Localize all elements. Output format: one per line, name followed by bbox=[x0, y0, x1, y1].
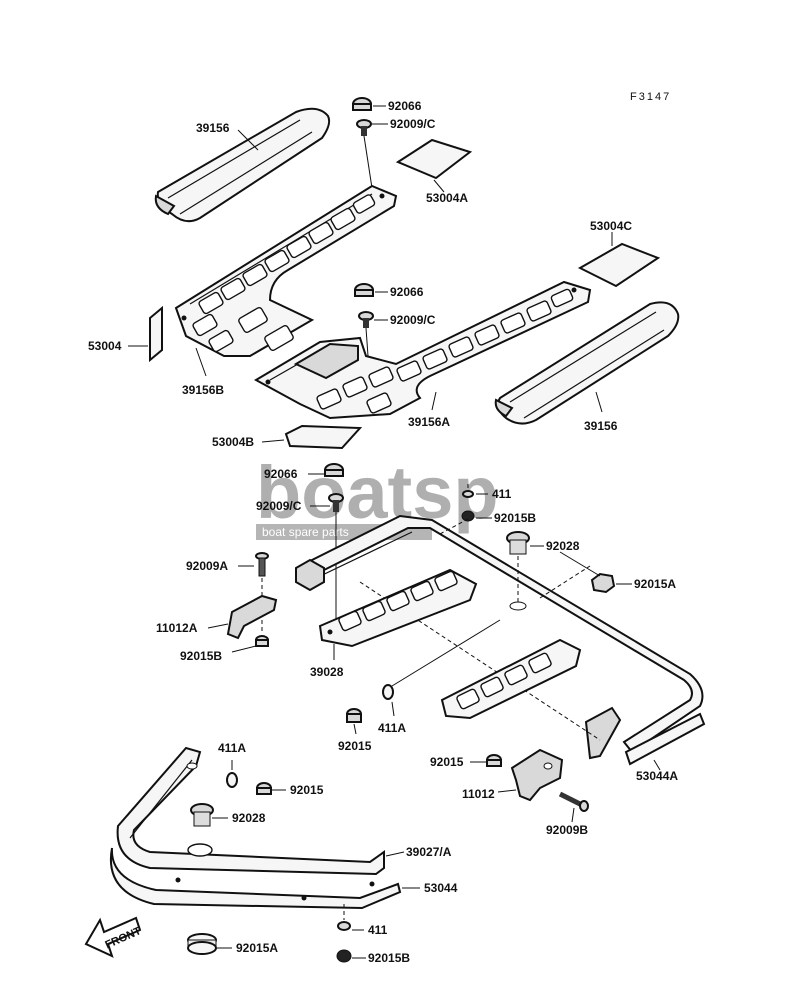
part-92015-mid-nut bbox=[346, 708, 362, 723]
label-39156-right: 39156 bbox=[584, 419, 618, 433]
part-92009b-bolt bbox=[558, 791, 589, 812]
label-92015-right: 92015 bbox=[430, 755, 464, 769]
part-53004a-pad bbox=[395, 138, 473, 180]
label-53004b: 53004B bbox=[212, 435, 254, 449]
label-411-low: 411 bbox=[368, 923, 388, 937]
front-direction-arrow: FRONT bbox=[84, 916, 143, 958]
label-39156a: 39156A bbox=[408, 415, 450, 429]
leader-53004a bbox=[433, 179, 445, 193]
part-92066-mid-cap bbox=[354, 283, 374, 297]
part-11012a-bracket bbox=[226, 594, 278, 640]
leader-92015-mid bbox=[353, 723, 357, 735]
part-39156-left-pad bbox=[154, 107, 331, 223]
label-39156b: 39156B bbox=[182, 383, 224, 397]
part-53004-pad bbox=[149, 305, 163, 363]
part-92015b-low-nut bbox=[336, 949, 352, 963]
label-92066-mid: 92066 bbox=[390, 285, 424, 299]
label-92009a: 92009A bbox=[186, 559, 228, 573]
label-411-top: 411 bbox=[492, 487, 512, 501]
label-92015b-left: 92015B bbox=[180, 649, 222, 663]
label-11012a: 11012A bbox=[156, 621, 198, 635]
leader-53044a bbox=[653, 759, 661, 771]
leader-39156a bbox=[431, 391, 437, 411]
leader-39156-left bbox=[237, 129, 259, 151]
figure-code: F3147 bbox=[630, 91, 671, 103]
label-92066-top: 92066 bbox=[388, 99, 422, 113]
leader-92009b bbox=[571, 807, 575, 823]
part-53044a-trim bbox=[624, 712, 706, 766]
watermark-brand: boatsp bbox=[256, 451, 499, 534]
watermark-tagline: boat spare parts bbox=[262, 525, 349, 539]
part-92009c-top-screw bbox=[356, 119, 373, 189]
label-92009b: 92009B bbox=[546, 823, 588, 837]
label-53044: 53044 bbox=[424, 881, 458, 895]
part-main-frame bbox=[295, 514, 704, 760]
part-11012-bracket bbox=[510, 748, 564, 802]
leader-39156-right bbox=[595, 391, 603, 413]
label-92015b-top: 92015B bbox=[494, 511, 536, 525]
part-92015-low-nut bbox=[256, 782, 272, 795]
label-53044a: 53044A bbox=[636, 769, 678, 783]
label-92015-low: 92015 bbox=[290, 783, 324, 797]
part-92066-low-cap bbox=[324, 463, 344, 477]
watermark-logo: boatsp boat spare parts bbox=[256, 451, 499, 540]
part-92009c-mid-screw bbox=[358, 311, 374, 357]
part-92028-top-plug bbox=[506, 531, 530, 604]
label-11012: 11012 bbox=[462, 787, 495, 801]
part-39156a-right-frame bbox=[253, 280, 592, 420]
label-92028-low: 92028 bbox=[232, 811, 266, 825]
part-411-low-washer bbox=[337, 904, 351, 931]
part-92009c-low-screw bbox=[328, 493, 344, 634]
part-92015-right-nut bbox=[486, 754, 502, 767]
part-411a-low-washer bbox=[226, 772, 238, 788]
part-53004b-pad bbox=[284, 424, 363, 450]
label-92015-mid: 92015 bbox=[338, 739, 372, 753]
leader-411a-mid bbox=[391, 701, 395, 717]
part-92015a-right-nut bbox=[559, 551, 616, 594]
part-39156-right-pad bbox=[494, 301, 680, 425]
part-411-top-washer bbox=[462, 484, 474, 498]
part-411a-mid-washer bbox=[382, 619, 501, 700]
part-92028-low-plug bbox=[190, 803, 214, 827]
leader-39156b bbox=[195, 347, 207, 377]
label-39028: 39028 bbox=[310, 665, 344, 679]
part-seat-pad-right bbox=[440, 638, 582, 720]
leader-11012a bbox=[207, 623, 229, 629]
part-39028-seat-pad bbox=[318, 568, 478, 648]
leader-11012 bbox=[497, 789, 517, 793]
part-39156b-left-frame bbox=[174, 184, 398, 357]
leader-92015b-left bbox=[231, 645, 257, 653]
label-53004c: 53004C bbox=[590, 219, 632, 233]
label-411a-low: 411A bbox=[218, 741, 246, 755]
part-39027a-front-frame bbox=[116, 746, 385, 876]
label-92066-low: 92066 bbox=[264, 467, 298, 481]
label-92015a-right: 92015A bbox=[634, 577, 676, 591]
leader-53004b bbox=[261, 439, 285, 443]
label-39027a: 39027/A bbox=[406, 845, 452, 859]
label-53004: 53004 bbox=[88, 339, 122, 353]
part-53004c-pad bbox=[577, 242, 661, 288]
part-92066-top-cap bbox=[352, 97, 372, 111]
label-92028-top: 92028 bbox=[546, 539, 580, 553]
label-92009c-mid: 92009/C bbox=[390, 313, 436, 327]
label-92009c-top: 92009/C bbox=[390, 117, 436, 131]
label-92015a-low: 92015A bbox=[236, 941, 278, 955]
label-92009c-low: 92009/C bbox=[256, 499, 302, 513]
leader-39027a bbox=[385, 851, 405, 857]
label-411a-mid: 411A bbox=[378, 721, 406, 735]
part-53044-trim bbox=[109, 847, 402, 910]
part-92015a-low-nut bbox=[187, 933, 217, 955]
label-92015b-low: 92015B bbox=[368, 951, 410, 965]
label-53004a: 53004A bbox=[426, 191, 468, 205]
part-92015b-left-nut bbox=[255, 635, 269, 647]
part-92009a-bolt bbox=[255, 552, 269, 632]
part-92015b-top-nut bbox=[461, 510, 475, 522]
label-39156-left: 39156 bbox=[196, 121, 230, 135]
